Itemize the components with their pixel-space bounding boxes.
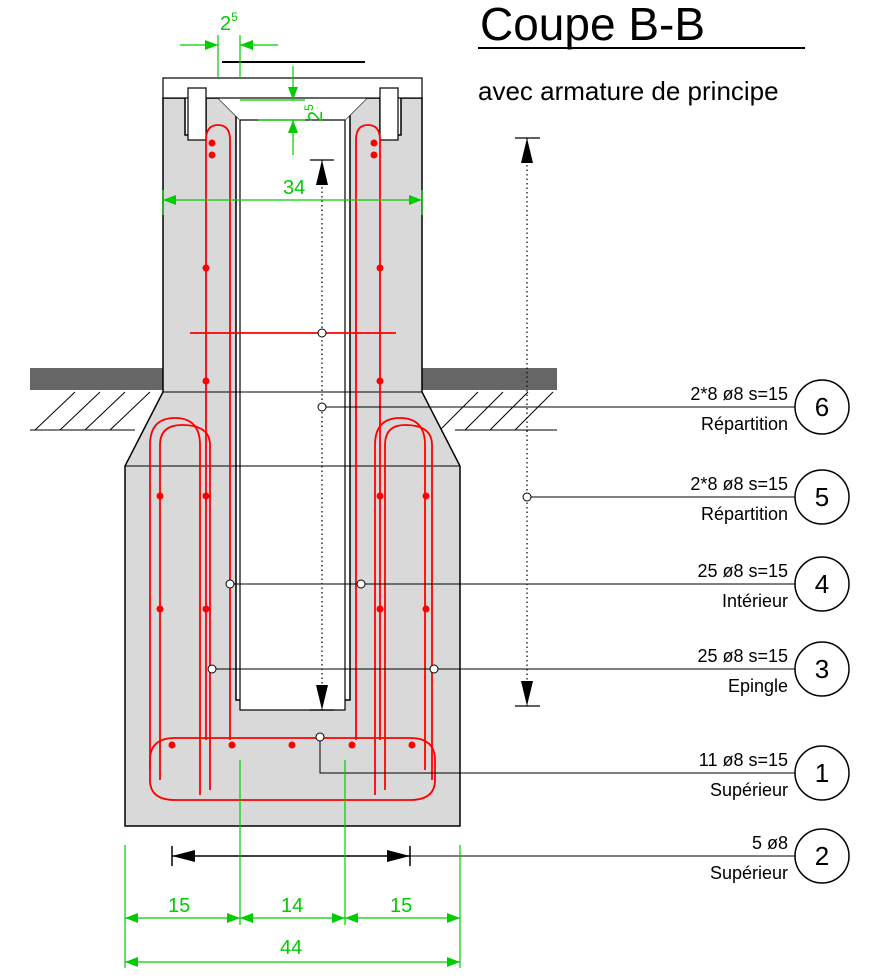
dim-bottom-left: 15	[168, 895, 190, 917]
vertical-dimensions	[310, 137, 540, 711]
rebar-right-wall	[355, 124, 381, 740]
svg-text:6: 6	[815, 392, 829, 422]
channel-void	[239, 119, 346, 711]
bottom-bar-extent	[171, 846, 411, 866]
svg-text:2*8 ø8 s=15: 2*8 ø8 s=15	[690, 474, 788, 494]
svg-text:Intérieur: Intérieur	[722, 591, 788, 611]
chamfer-fill-left	[206, 98, 240, 120]
svg-text:25 ø8 s=15: 25 ø8 s=15	[697, 646, 788, 666]
dim-bottom-mid: 14	[281, 895, 303, 917]
svg-text:Répartition: Répartition	[701, 504, 788, 524]
svg-text:25 ø8 s=15: 25 ø8 s=15	[697, 561, 788, 581]
drawing-title: Coupe B-B	[480, 0, 705, 50]
svg-text:2*8 ø8 s=15: 2*8 ø8 s=15	[690, 384, 788, 404]
rebar-right-stirrup-2	[384, 424, 433, 790]
rebar-left-wall	[205, 124, 231, 740]
callout-3: 25 ø8 s=15 Epingle 3	[697, 641, 850, 697]
rebar-dots	[156, 139, 430, 749]
svg-text:2: 2	[815, 841, 829, 871]
rebar-left-stirrup	[149, 417, 201, 795]
dim-top-gap: 25	[220, 10, 238, 35]
ground-strip-left	[30, 368, 163, 390]
callout-1: 11 ø8 s=15 Supérieur 1	[699, 745, 850, 801]
svg-text:11 ø8 s=15: 11 ø8 s=15	[699, 750, 788, 770]
callout-6: 2*8 ø8 s=15 Répartition 6	[690, 379, 850, 435]
green-dimensions	[124, 35, 461, 968]
dim-bottom-right: 15	[390, 895, 412, 917]
svg-text:Supérieur: Supérieur	[710, 780, 788, 800]
ground-strip-right	[422, 368, 557, 390]
callout-4: 25 ø8 s=15 Intérieur 4	[697, 556, 850, 612]
svg-text:4: 4	[815, 569, 829, 599]
ground	[30, 368, 557, 431]
rebar-right-stirrup	[374, 417, 426, 795]
dim-inner-width: 34	[283, 177, 305, 199]
chamfer-fill-right	[345, 98, 380, 120]
drawing-subtitle: avec armature de principe	[478, 76, 779, 106]
rebar-left-stirrup-2	[159, 424, 211, 790]
svg-text:5 ø8: 5 ø8	[752, 833, 788, 853]
svg-text:Supérieur: Supérieur	[710, 863, 788, 883]
callout-5: 2*8 ø8 s=15 Répartition 5	[690, 469, 850, 525]
notch-right	[379, 87, 399, 141]
rebar-group	[149, 124, 436, 801]
callout-2: 5 ø8 Supérieur 2	[710, 828, 850, 884]
dim-total-width: 44	[280, 937, 302, 959]
svg-text:3: 3	[815, 654, 829, 684]
svg-text:1: 1	[815, 758, 829, 788]
rebar-bottom-loop	[149, 737, 436, 801]
leader-lines	[207, 328, 795, 857]
svg-text:Répartition: Répartition	[701, 414, 788, 434]
svg-text:Epingle: Epingle	[728, 676, 788, 696]
ground-hatch	[34, 391, 554, 431]
dim-side-gap: 25	[302, 104, 327, 122]
notch-left	[187, 87, 207, 141]
svg-text:5: 5	[815, 482, 829, 512]
